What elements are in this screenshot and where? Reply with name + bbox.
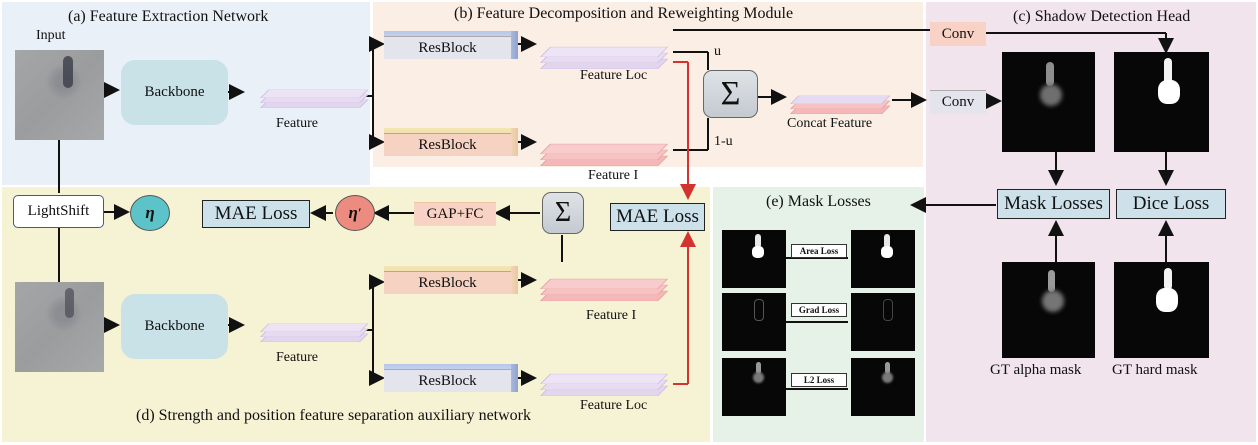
feature-i-stack-bottom (540, 265, 669, 301)
input-label: Input (36, 28, 66, 43)
feature-i-label-bottom: Feature I (586, 308, 637, 323)
panel-b-title: (b) Feature Decomposition and Reweightin… (454, 5, 794, 22)
resblock-loc-top-label: ResBlock (384, 36, 511, 59)
feature-label-top: Feature (276, 116, 318, 131)
u-label: u (714, 44, 721, 59)
predicted-alpha-mask (1002, 52, 1095, 152)
mae-loss-left: MAE Loss (202, 200, 310, 228)
prime-mark: ′ (357, 205, 362, 220)
gt-hard-mask (1114, 262, 1209, 358)
eta-prime-node: η′ (335, 195, 375, 231)
e-gt-area (851, 230, 915, 288)
gt-hard-mask-label: GT hard mask (1112, 362, 1198, 378)
grad-loss-tag: Grad Loss (791, 303, 847, 317)
resblock-i-top: ResBlock (384, 128, 518, 156)
gt-alpha-mask-label: GT alpha mask (990, 362, 1082, 378)
e-pred-area (722, 230, 786, 288)
one-minus-u-label: 1-u (714, 134, 733, 149)
gap-fc-box: GAP+FC (414, 202, 496, 226)
resblock-loc-bottom-label: ResBlock (384, 369, 511, 392)
conv-middle: Conv (930, 90, 986, 114)
resblock-i-top-label: ResBlock (384, 133, 511, 156)
l2-loss-tag: L2 Loss (791, 373, 847, 387)
panel-c-title: (c) Shadow Detection Head (1013, 8, 1191, 25)
e-gt-l2 (851, 358, 915, 416)
feature-i-stack-top (540, 130, 669, 166)
resblock-i-bottom: ResBlock (384, 266, 518, 294)
concat-feature-stack (790, 84, 891, 114)
gt-alpha-mask (1002, 262, 1095, 358)
panel-d-title: (d) Strength and position feature separa… (136, 407, 531, 424)
feature-label-bottom: Feature (276, 350, 318, 365)
dice-loss-box: Dice Loss (1116, 189, 1226, 219)
resblock-i-bottom-label: ResBlock (384, 271, 511, 294)
sum-operator-bottom: Σ (542, 192, 584, 234)
area-loss-tag: Area Loss (791, 244, 847, 258)
feature-stack-bottom (260, 312, 369, 342)
concat-feature-label: Concat Feature (787, 116, 873, 131)
backbone-bottom: Backbone (121, 294, 228, 359)
predicted-hard-mask (1114, 52, 1209, 152)
sum-operator-top: Σ (703, 70, 758, 118)
backbone-top: Backbone (121, 60, 228, 125)
e-gt-grad (851, 293, 915, 351)
e-pred-grad (722, 293, 786, 351)
e-pred-l2 (722, 358, 786, 416)
shifted-input-shadow-shape (65, 288, 74, 318)
feature-loc-label-bottom: Feature Loc (580, 398, 648, 413)
panel-a-title: (a) Feature Extraction Network (68, 8, 269, 25)
feature-stack-top (260, 78, 369, 108)
input-shadow-shape (63, 56, 73, 88)
mask-losses-box: Mask Losses (997, 189, 1110, 219)
input-image (15, 50, 104, 140)
shifted-input-image (15, 282, 104, 372)
eta-node: η (130, 195, 170, 231)
eta-prime-symbol: η (348, 203, 358, 222)
conv-top: Conv (930, 22, 986, 46)
feature-loc-stack-top (540, 33, 669, 69)
feature-loc-label-top: Feature Loc (580, 68, 648, 83)
feature-loc-stack-bottom (540, 360, 669, 396)
resblock-loc-bottom: ResBlock (384, 364, 518, 392)
mae-loss-right: MAE Loss (610, 203, 705, 231)
lightshift-box: LightShift (13, 195, 104, 228)
panel-e-title: (e) Mask Losses (766, 193, 871, 210)
feature-i-label-top: Feature I (588, 168, 639, 183)
resblock-loc-top: ResBlock (384, 31, 518, 59)
